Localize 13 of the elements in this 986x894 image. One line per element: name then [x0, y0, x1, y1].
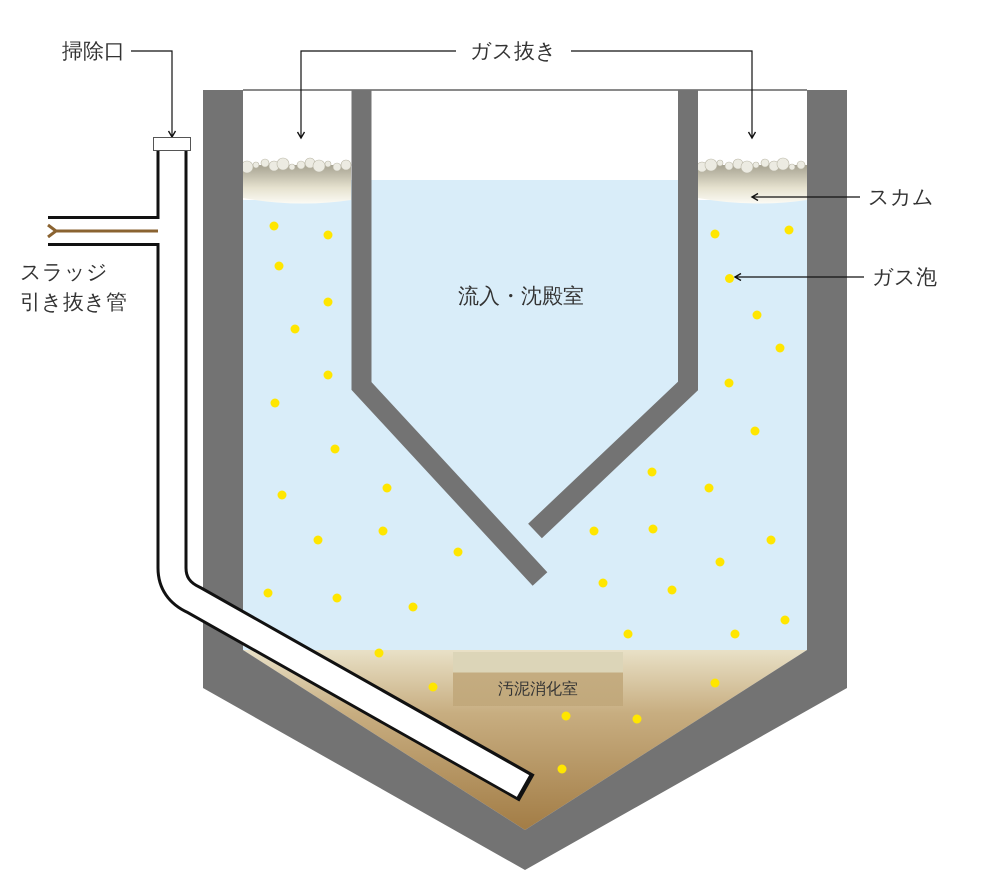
part-label: スカム [868, 184, 934, 210]
cleanout-cap [153, 137, 191, 151]
leader-line [734, 272, 864, 282]
part-label: 掃除口 [62, 38, 125, 64]
part-label: スラッジ引き抜き管 [20, 259, 128, 316]
part-label: ガス泡 [872, 264, 937, 290]
part-label: ガス抜き [470, 38, 557, 64]
leader-line [131, 50, 176, 138]
part-label: 流入・沈殿室 [458, 283, 584, 309]
leader-line [571, 50, 756, 139]
leader-line [751, 192, 860, 202]
digestion-chamber-box: 汚泥消化室 [453, 652, 623, 706]
leader-line [296, 50, 456, 139]
